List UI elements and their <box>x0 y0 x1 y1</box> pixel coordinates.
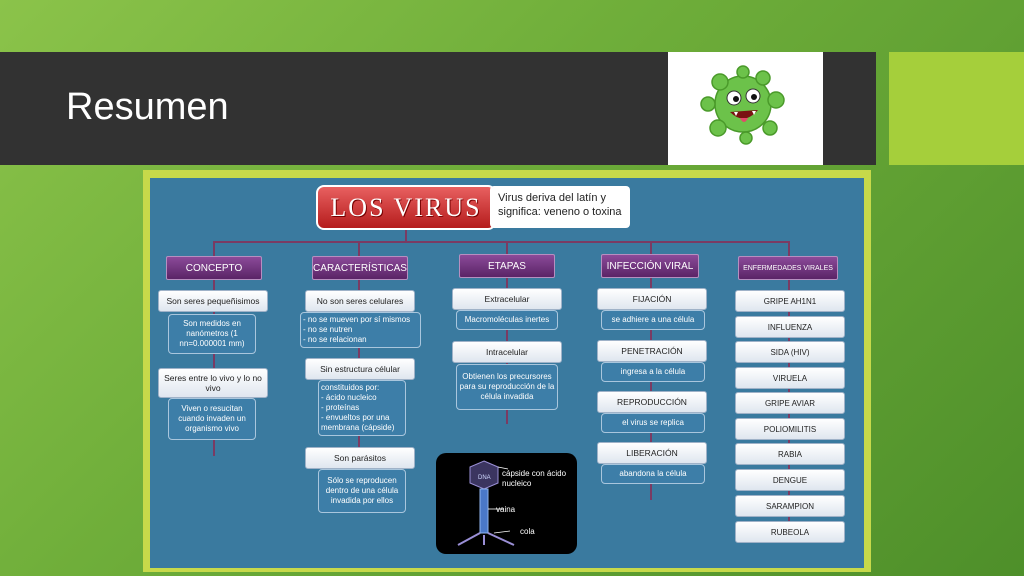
header-etapas: ETAPAS <box>459 254 555 278</box>
etapas-item-detail: Obtienen los precursores para su reprodu… <box>456 364 558 410</box>
caracteristicas-item-label: No son seres celulares <box>305 290 415 312</box>
connector-line <box>358 241 360 257</box>
infeccion-item-label: REPRODUCCIÓN <box>597 391 707 413</box>
concepto-item-label: Seres entre lo vivo y lo no vivo <box>158 368 268 398</box>
accent-block <box>889 52 1024 165</box>
sheath-label: vaina <box>496 505 516 514</box>
etapas-item-detail: Macromoléculas inertes <box>456 310 558 330</box>
etymology-callout: Virus deriva del latín y significa: vene… <box>490 186 630 228</box>
caracteristicas-item-detail: Sólo se reproducen dentro de una célula … <box>318 469 406 513</box>
disease-item: RABIA <box>735 443 845 465</box>
disease-item: GRIPE AVIAR <box>735 392 845 414</box>
root-node: LOS VIRUS <box>316 185 496 230</box>
tail-label: cola <box>520 527 535 536</box>
connector-line <box>506 241 508 255</box>
disease-item: SARAMPION <box>735 495 845 517</box>
disease-item: RUBEOLA <box>735 521 845 543</box>
header-infeccion: INFECCIÓN VIRAL <box>601 254 699 278</box>
concepto-item-label: Son seres pequeñisimos <box>158 290 268 312</box>
bacteriophage-diagram: DNA cápside con ácido nucleico vaina col… <box>436 453 577 554</box>
infeccion-item-label: FIJACIÓN <box>597 288 707 310</box>
infeccion-item-detail: ingresa a la célula <box>601 362 705 382</box>
bacteriophage-icon <box>457 460 515 546</box>
concepto-item-detail: Viven o resucitan cuando invaden un orga… <box>168 398 256 440</box>
disease-item: SIDA (HIV) <box>735 341 845 363</box>
disease-item: INFLUENZA <box>735 316 845 338</box>
header-concepto: CONCEPTO <box>166 256 262 280</box>
header-enfermedades: ENFERMEDADES VIRALES <box>738 256 838 280</box>
concepto-item-detail: Son medidos en nanómetros (1 nn=0.000001… <box>168 314 256 354</box>
connector-line <box>788 241 790 257</box>
slide-title: Resumen <box>66 86 229 128</box>
disease-item: DENGUE <box>735 469 845 491</box>
disease-item: GRIPE AH1N1 <box>735 290 845 312</box>
connector-line <box>650 241 652 255</box>
capsid-label: cápside con ácido nucleico <box>502 469 567 488</box>
header-caracteristicas: CARACTERÍSTICAS <box>312 256 408 280</box>
caracteristicas-item-label: Son parásitos <box>305 447 415 469</box>
infeccion-item-detail: el virus se replica <box>601 413 705 433</box>
infeccion-item-label: PENETRACIÓN <box>597 340 707 362</box>
virus-mascot-image <box>668 52 823 165</box>
etapas-item-label: Intracelular <box>452 341 562 363</box>
connector-line <box>405 230 407 242</box>
caracteristicas-item-detail: - no se mueven por sí mismos - no se nut… <box>300 312 421 348</box>
connector-line <box>650 278 652 500</box>
caracteristicas-item-label: Sin estructura célular <box>305 358 415 380</box>
infeccion-item-label: LIBERACIÓN <box>597 442 707 464</box>
virus-mascot-icon <box>700 65 785 145</box>
connector-line <box>213 241 790 243</box>
disease-item: POLIOMILITIS <box>735 418 845 440</box>
dna-label: DNA <box>478 475 491 481</box>
etapas-item-label: Extracelular <box>452 288 562 310</box>
infeccion-item-detail: se adhiere a una célula <box>601 310 705 330</box>
disease-item: VIRUELA <box>735 367 845 389</box>
connector-line <box>213 241 215 257</box>
caracteristicas-item-detail: constituidos por: - ácido nucleico - pro… <box>318 380 406 436</box>
infeccion-item-detail: abandona la célula <box>601 464 705 484</box>
